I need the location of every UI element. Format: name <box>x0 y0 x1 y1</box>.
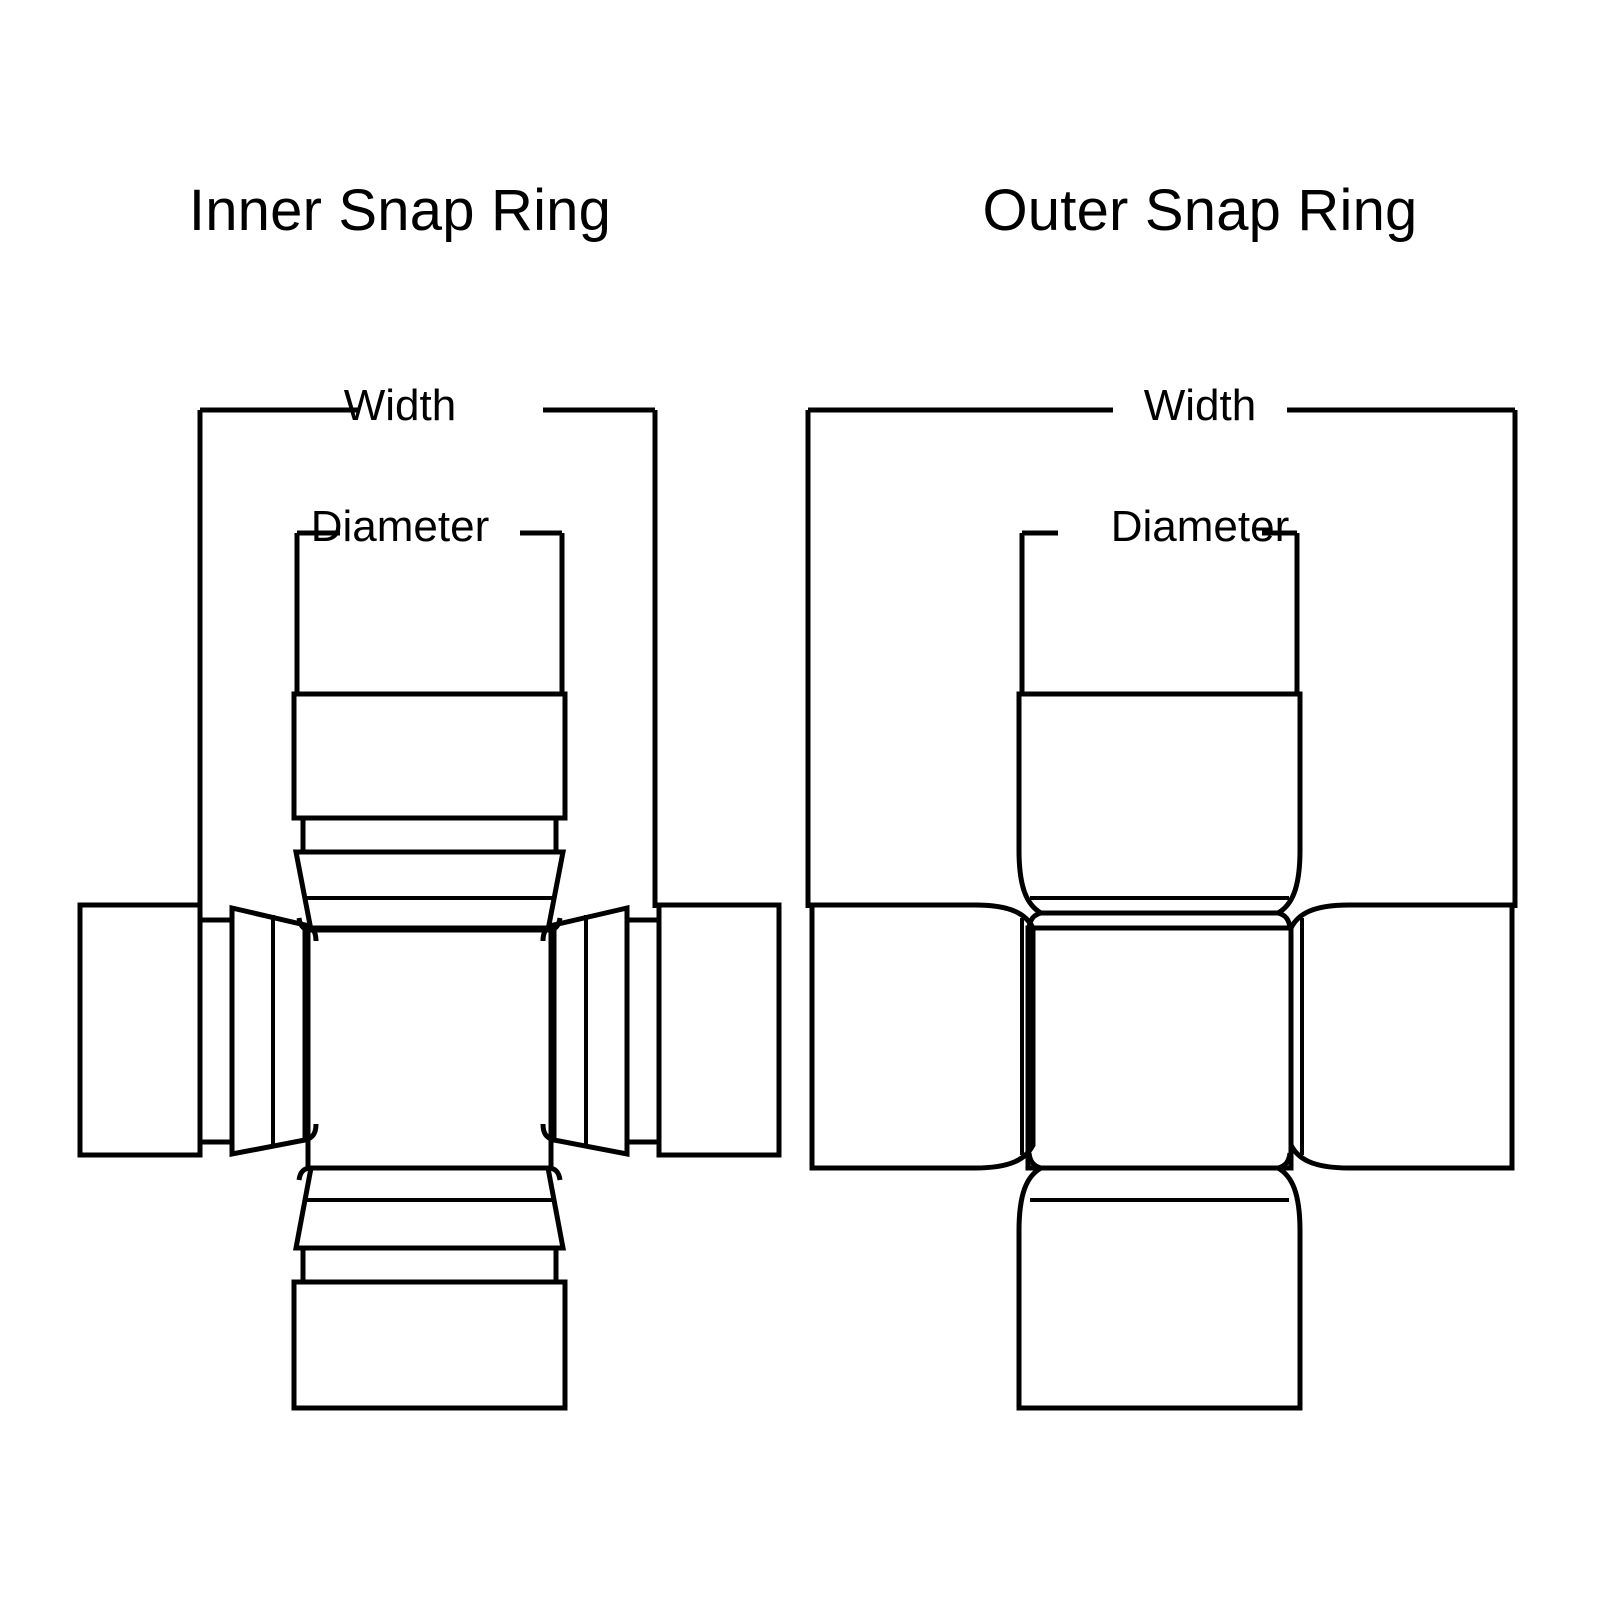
bearing-cap-right-outer <box>1288 902 1515 1171</box>
panel-title-inner-snap-ring: Inner Snap Ring <box>188 178 612 243</box>
cross-body-outer <box>1025 925 1294 1171</box>
panel-title-outer-snap-ring: Outer Snap Ring <box>982 178 1418 243</box>
dimension-label-diameter-inner: Diameter <box>310 502 490 551</box>
u-joint-drawing-outer <box>805 407 1518 1411</box>
bearing-cap-left-outer <box>809 902 1036 1171</box>
u-joint-drawing-inner <box>77 407 782 1411</box>
bearing-cap-left-inner <box>77 902 319 1158</box>
dimension-label-diameter-outer: Diameter <box>1110 502 1290 551</box>
bearing-cap-right-inner <box>540 902 782 1158</box>
dimension-bracket-width-inner <box>197 407 658 908</box>
bearing-cap-bottom-outer <box>1016 1152 1303 1411</box>
bearing-cap-top-outer <box>1016 691 1303 929</box>
dimension-label-width-inner: Width <box>343 381 457 430</box>
panel-inner-snap-ring: Inner Snap Ring Width Diameter <box>77 178 782 1411</box>
dimension-label-width-outer: Width <box>1143 381 1257 430</box>
bearing-cap-bottom-inner <box>291 1165 568 1411</box>
bearing-cap-top-inner <box>291 691 568 933</box>
dimension-bracket-diameter-inner <box>294 530 565 694</box>
cross-body-inner <box>305 925 554 1171</box>
dimension-bracket-diameter-outer <box>1019 530 1300 694</box>
dimension-bracket-width-outer <box>805 407 1518 908</box>
panel-outer-snap-ring: Outer Snap Ring Width Diameter <box>800 0 1600 1600</box>
